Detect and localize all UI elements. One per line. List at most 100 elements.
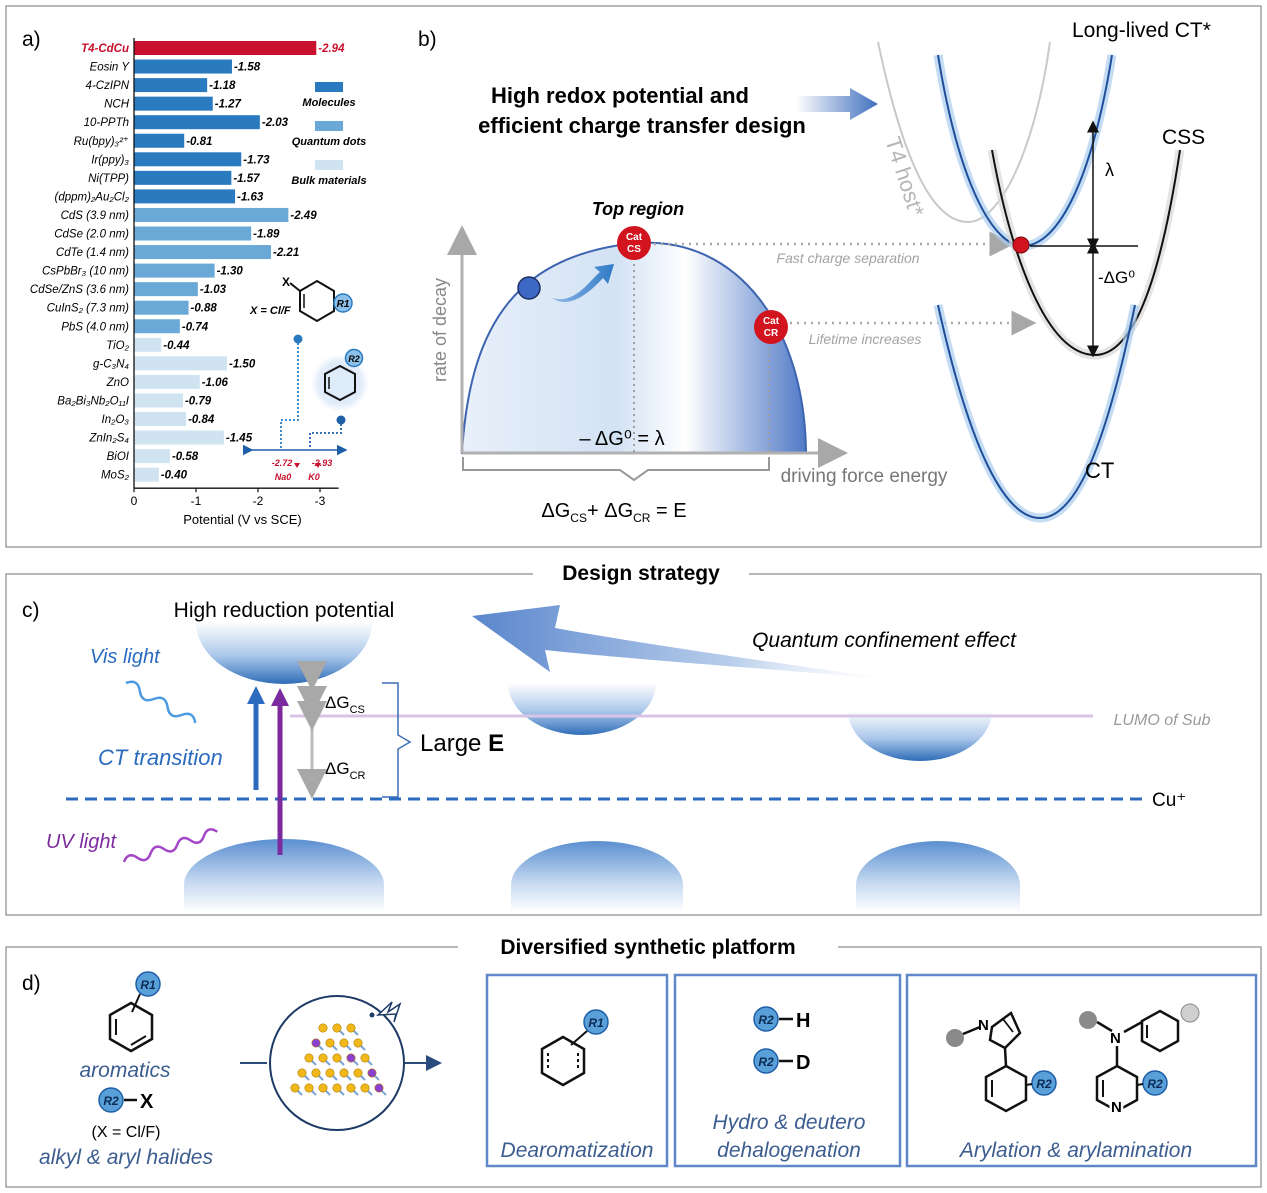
h-atom: H [796, 1010, 810, 1032]
legend-swatch-0 [315, 82, 343, 92]
bar-18 [134, 374, 200, 389]
r2-level-dot [336, 415, 346, 425]
bar-2 [134, 78, 208, 93]
dg-sum-label: ΔGCS+ ΔGCR = E [541, 500, 686, 525]
value-label-17: -1.50 [229, 358, 256, 370]
value-label-4: -2.03 [262, 117, 289, 129]
panel-d-label: d) [22, 972, 41, 995]
category-label-10: CdSe (2.0 nm) [54, 229, 129, 241]
panel-c-label: c) [22, 599, 40, 622]
band-medium-1 [508, 683, 656, 735]
panel-a-label: a) [22, 28, 41, 51]
uv-light-wave [122, 828, 218, 863]
r2-label: R2 [348, 354, 360, 364]
curved-arrow [552, 264, 614, 302]
bar-6 [134, 152, 242, 167]
lattice-atom [311, 1038, 321, 1048]
x-tick-label-0: 0 [131, 494, 138, 508]
category-label-19: Ba₂Bi₃Nb₂O₁₁I [57, 395, 130, 407]
category-label-22: BiOI [107, 451, 130, 463]
x-atom-d: X [140, 1091, 154, 1113]
panel-ab-frame [5, 5, 1262, 548]
r1-label-product: R1 [588, 1016, 604, 1030]
legend-swatch-1 [315, 121, 343, 131]
high-reduction-label: High reduction potential [174, 599, 395, 622]
lattice-atom [360, 1083, 370, 1093]
band-small-1 [848, 711, 992, 761]
cat-cs-node [617, 226, 651, 260]
lattice-atom [346, 1083, 356, 1093]
cat-cs-label-1: Cat [626, 232, 643, 243]
value-label-8: -1.63 [237, 191, 264, 203]
headline-line-1: High redox potential and [491, 83, 749, 108]
legend-label-2: Bulk materials [291, 175, 366, 187]
category-label-9: CdS (3.9 nm) [61, 210, 130, 222]
category-label-17: g-C₃N₄ [93, 358, 129, 370]
bar-8 [134, 189, 236, 204]
cat-cr-label-1: Cat [763, 316, 780, 327]
ct-label: CT [1085, 458, 1114, 483]
catalyst-sphere [269, 995, 405, 1131]
amine-n: N [1110, 1030, 1121, 1047]
product-box-dearomatization [485, 973, 669, 1168]
bar-19 [134, 393, 183, 408]
aryl-pyrrole-product: N R2 [946, 1011, 1057, 1113]
value-label-1: -1.58 [234, 62, 261, 74]
lambda-label: λ [1105, 160, 1114, 180]
quantum-confinement-arrow [472, 605, 900, 680]
potential-energy-curves: T4 host* λ -ΔG⁰ Long-lived CT* CSS CT [877, 19, 1211, 523]
dearomatized-product: R1 [540, 1009, 609, 1087]
ct-curve [937, 304, 1136, 520]
marcus-plot: rate of decay driving force energy Top r… [430, 199, 1037, 525]
value-label-11: -2.21 [273, 247, 299, 259]
category-label-11: CdTe (1.4 nm) [56, 247, 129, 259]
lattice-atom [318, 1053, 328, 1063]
r2-label-amine: R2 [1147, 1077, 1163, 1091]
value-label-9: -2.49 [290, 210, 317, 222]
category-label-16: TiO₂ [106, 340, 129, 352]
r2-badge-d [98, 1087, 124, 1113]
bar-11 [134, 245, 272, 260]
category-label-7: Ni(TPP) [88, 173, 129, 185]
top-region-label: Top region [592, 199, 684, 219]
ct-transition-label: CT transition [98, 745, 223, 770]
valence-band-1 [184, 839, 384, 912]
dehalogenation-label-2: dehalogenation [717, 1139, 861, 1162]
headline-arrow [796, 88, 878, 120]
css-label: CSS [1162, 126, 1205, 149]
category-label-4: 10-PPTh [84, 117, 129, 129]
legend-label-0: Molecules [302, 97, 355, 109]
legend-swatch-2 [315, 160, 343, 170]
cat-cs-label-2: CS [627, 244, 641, 255]
x-axis-title: Potential (V vs SCE) [183, 512, 302, 527]
y-axis-label: rate of decay [430, 278, 450, 382]
x-tick-label-1: -1 [191, 494, 202, 508]
k-label: K0 [308, 472, 320, 482]
category-label-18: ZnO [106, 377, 129, 389]
value-label-20: -0.84 [188, 414, 215, 426]
arylation-label: Arylation & arylamination [958, 1139, 1192, 1162]
lattice-atom [339, 1038, 349, 1048]
aromatics-label: aromatics [79, 1059, 171, 1082]
lattice-atom [304, 1053, 314, 1063]
aromatic-substrate: R1 [108, 971, 161, 1053]
lattice-atom [332, 1023, 342, 1033]
r1-badge-d [135, 971, 161, 997]
halides-label: alkyl & aryl halides [39, 1146, 213, 1169]
qc-label: Quantum confinement effect [752, 629, 1017, 652]
host-label: T4 host* [880, 134, 929, 220]
lattice-atom [332, 1083, 342, 1093]
crossing-point [1012, 236, 1030, 254]
bar-3 [134, 96, 213, 111]
bar-0 [134, 41, 317, 55]
lumo-label: LUMO of Sub [1114, 712, 1211, 729]
value-label-6: -1.73 [243, 154, 270, 166]
lattice-atom [332, 1053, 342, 1063]
na-label: Na0 [275, 472, 292, 482]
bar-7 [134, 170, 232, 185]
dg-cs-label: ΔGCS [325, 693, 365, 716]
lattice-atom [346, 1023, 356, 1033]
bar-12 [134, 263, 215, 278]
lightning-icon [375, 1001, 402, 1023]
valence-band-2 [511, 841, 683, 912]
